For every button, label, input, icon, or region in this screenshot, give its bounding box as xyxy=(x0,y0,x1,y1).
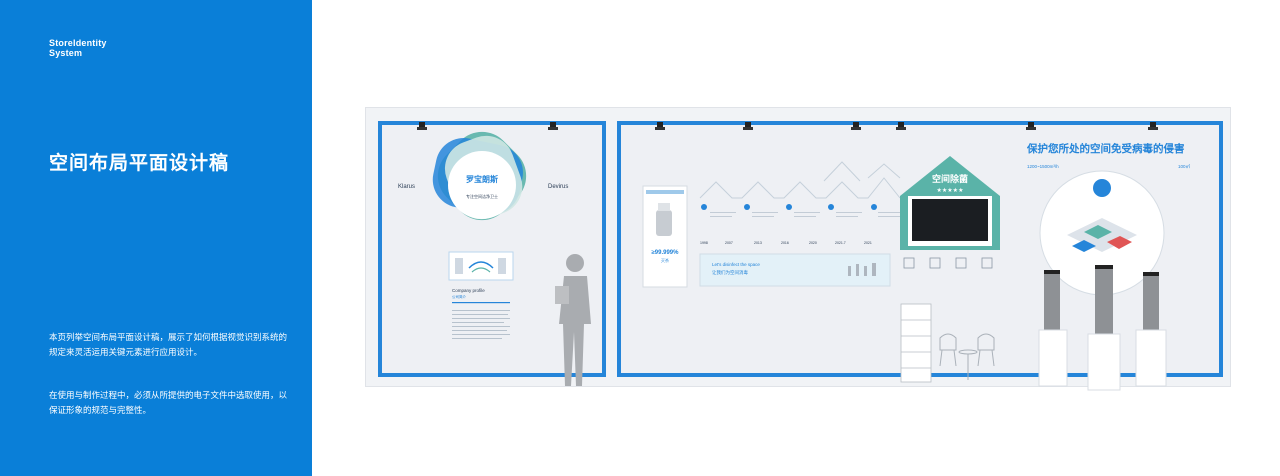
wall-graphics: 罗宝朗斯 专注空间洁净卫士 Klarus Devirus Company pro… xyxy=(398,131,1191,391)
house-rating-stars: ★★★★★ xyxy=(937,187,964,194)
brand-label: StoreIdentity System xyxy=(49,38,107,58)
timeline-year-labels: 1998 2007 2013 2016 2020 2021.7 2021 xyxy=(700,241,872,245)
spotlight-icon xyxy=(655,122,665,130)
timeline-description-lines xyxy=(710,212,904,217)
description-paragraph: 本页列举空间布局平面设计稿，展示了如何根据视觉识别系统的规定来灵活运用关键元素进… xyxy=(49,332,288,357)
svg-text:2021.7: 2021.7 xyxy=(835,241,846,245)
svg-text:2007: 2007 xyxy=(725,241,733,245)
airflow-stat: 1200~1500m³/h xyxy=(1027,164,1059,169)
timeline-nodes xyxy=(701,204,917,210)
spotlight-icon xyxy=(896,122,906,130)
spotlight-icon xyxy=(548,122,558,130)
page-title: 空间布局平面设计稿 xyxy=(49,153,230,174)
house-title: 空间除菌 xyxy=(932,173,968,184)
svg-text:2013: 2013 xyxy=(754,241,762,245)
layout-preview: 罗宝朗斯 专注空间洁净卫士 Klarus Devirus Company pro… xyxy=(312,0,1280,476)
emblem-subtitle: 专注空间洁净卫士 xyxy=(466,193,498,199)
emblem-brand-text: 罗宝朗斯 xyxy=(466,174,498,184)
feature-icons-row xyxy=(903,257,993,269)
product-banner xyxy=(642,185,688,288)
spotlight-icon xyxy=(743,122,753,130)
tv-screen xyxy=(912,199,988,241)
brand-right-label: Devirus xyxy=(548,184,568,190)
brand-left-label: Klarus xyxy=(398,184,415,190)
banner-chinese-text: 让我们为空间消毒 xyxy=(712,269,748,276)
svg-text:2020: 2020 xyxy=(809,241,817,245)
company-profile-subheading: 公司简介 xyxy=(452,294,466,299)
spotlight-icon xyxy=(1148,122,1158,130)
shelf-unit xyxy=(900,303,932,383)
info-sidebar: StoreIdentity System 空间布局平面设计稿 本页列举空间布局平… xyxy=(0,0,312,476)
spotlight-icon xyxy=(851,122,861,130)
spotlight-icon xyxy=(417,122,427,130)
brand-emblem-icon xyxy=(432,131,527,221)
profile-body-text-lines xyxy=(452,310,510,339)
svg-text:1998: 1998 xyxy=(700,241,708,245)
brand-line-1: StoreIdentity xyxy=(49,38,107,48)
person-silhouette-icon xyxy=(555,254,591,386)
spotlight-icon xyxy=(1026,122,1036,130)
brand-line-2: System xyxy=(49,48,83,58)
banner-english-text: Let's disinfect the space xyxy=(712,262,760,267)
company-profile-heading: Company profile xyxy=(452,288,485,293)
lounge-chairs-icon xyxy=(939,333,995,380)
coverage-stat: 100㎡ xyxy=(1178,163,1191,169)
isometric-scene-circle xyxy=(1039,170,1165,296)
profile-divider xyxy=(452,302,510,304)
svg-text:2016: 2016 xyxy=(781,241,789,245)
svg-text:2021: 2021 xyxy=(864,241,872,245)
usage-paragraph: 在使用与制作过程中，必须从所提供的电子文件中选取使用，以保证形象的规范与完整性。 xyxy=(49,390,288,415)
product-lineup-icons xyxy=(848,263,876,276)
timeline-rooftops xyxy=(699,161,901,199)
kill-rate-label: 灭杀 xyxy=(661,257,669,263)
purifier-towers xyxy=(1044,265,1159,337)
headline-text: 保护您所处的空间免受病毒的侵害 xyxy=(1026,142,1185,155)
kill-rate-value: ≥99.999% xyxy=(652,250,680,256)
display-pedestals xyxy=(1038,329,1167,391)
product-illustration-card xyxy=(448,251,514,281)
